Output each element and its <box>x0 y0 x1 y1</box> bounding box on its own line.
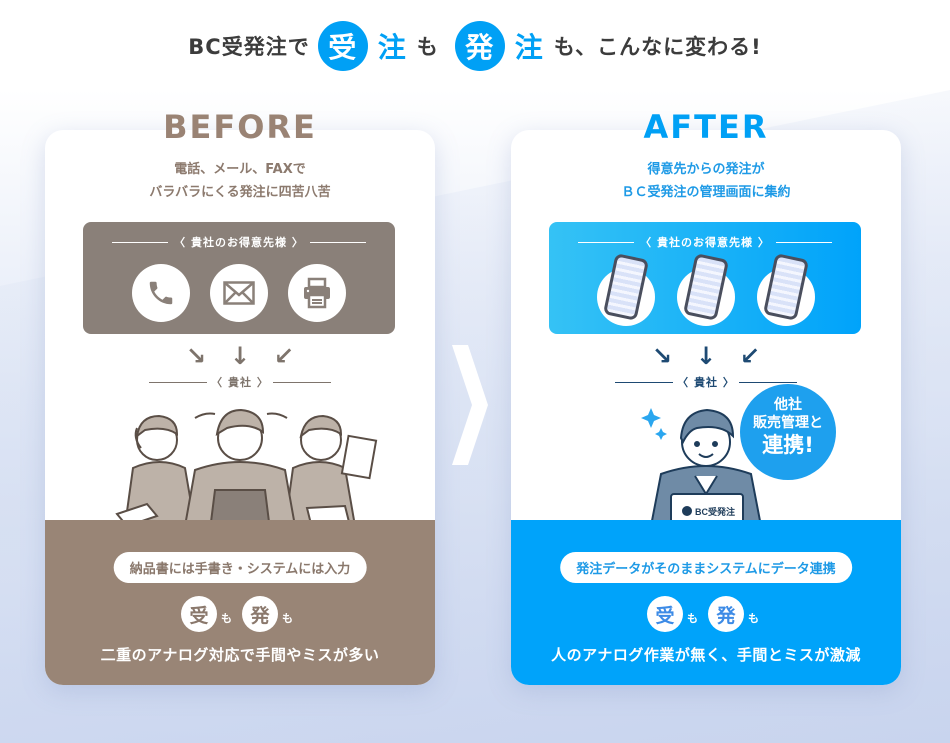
before-subtitle-line1: 電話、メール、FAXで <box>174 162 306 177</box>
chevron-right-icon <box>452 345 488 465</box>
smartphone-icon <box>675 253 735 326</box>
before-subtitle: 電話、メール、FAXで バラバラにくる発注に四苦八苦 <box>45 158 435 204</box>
arrow-down-icon: ↓ <box>695 342 717 370</box>
before-arrows: ↘ ↓ ↙ <box>45 342 435 370</box>
before-bottom-text: 二重のアナログ対応で手間やミスが多い <box>100 646 380 664</box>
before-card: 電話、メール、FAXで バラバラにくる発注に四苦八苦 〈 貴社のお得意先様 〉 … <box>45 130 435 685</box>
after-clients-label: 〈 貴社のお得意先様 〉 <box>549 234 861 250</box>
before-clients-box: 〈 貴社のお得意先様 〉 <box>83 222 395 334</box>
smartphone-icon <box>595 253 655 326</box>
headline-kanji-bubble-receive: 受 <box>317 21 368 71</box>
smartphone-icon <box>755 253 815 326</box>
kanji-badge-send: 発 <box>708 596 744 632</box>
headline-accent-1: 注 <box>377 31 407 64</box>
after-subtitle-line1: 得意先からの発注が <box>647 162 765 177</box>
headline-suffix: も、こんなに変わる! <box>553 35 762 59</box>
kanji-badge-receive: 受 <box>647 596 683 632</box>
before-subtitle-line2: バラバラにくる発注に四苦八苦 <box>149 185 331 200</box>
kanji-badge-receive: 受 <box>181 596 217 632</box>
after-bottom-text: 人のアナログ作業が無く、手間とミスが激減 <box>551 646 861 664</box>
headline-prefix: BC受発注で <box>188 35 310 59</box>
headline-mo: も <box>416 35 439 59</box>
headline-accent-2: 注 <box>514 31 544 64</box>
mail-icon <box>210 264 268 322</box>
arrow-down-left-icon: ↙ <box>740 342 761 370</box>
arrow-down-right-icon: ↘ <box>651 342 672 370</box>
after-bottom-panel: 発注データがそのままシステムにデータ連携 受 も 発 も 人のアナログ作業が無く… <box>511 520 901 685</box>
headline-kanji-bubble-send: 発 <box>454 21 505 71</box>
after-pill: 発注データがそのままシステムにデータ連携 <box>560 552 852 583</box>
before-pill: 納品書には手書き・システムには入力 <box>113 552 367 583</box>
after-clients-box: 〈 貴社のお得意先様 〉 <box>549 222 861 334</box>
kanji-badge-send: 発 <box>242 596 278 632</box>
before-bottom-panel: 納品書には手書き・システムには入力 受 も 発 も 二重のアナログ対応で手間やミ… <box>45 520 435 685</box>
arrow-down-right-icon: ↘ <box>185 342 206 370</box>
arrow-down-icon: ↓ <box>229 342 251 370</box>
arrow-down-left-icon: ↙ <box>274 342 295 370</box>
after-subtitle: 得意先からの発注が ＢＣ受発注の管理画面に集約 <box>511 158 901 204</box>
smiling-worker-illustration: BC受発注 <box>641 408 763 526</box>
after-company-label: 〈 貴社 〉 <box>511 374 901 390</box>
before-title: BEFORE <box>163 108 317 146</box>
before-kanji-row: 受 も 発 も <box>45 596 435 632</box>
speech-bubble: 他社 販売管理と 連携! <box>740 384 836 480</box>
headline: BC受発注で 受 注 も 発 注 も、こんなに変わる! <box>0 18 950 74</box>
after-card: 得意先からの発注が ＢＣ受発注の管理画面に集約 〈 貴社のお得意先様 〉 ↘ ↓… <box>511 130 901 685</box>
after-arrows: ↘ ↓ ↙ <box>511 342 901 370</box>
stressed-workers-illustration <box>115 408 378 526</box>
after-kanji-row: 受 も 発 も <box>511 596 901 632</box>
phone-icon <box>132 264 190 322</box>
after-subtitle-line2: ＢＣ受発注の管理画面に集約 <box>621 185 791 200</box>
before-company-label: 〈 貴社 〉 <box>45 374 435 390</box>
laptop-label: BC受発注 <box>695 506 735 517</box>
before-clients-label: 〈 貴社のお得意先様 〉 <box>83 234 395 250</box>
after-title: AFTER <box>643 108 769 146</box>
fax-icon <box>288 264 346 322</box>
